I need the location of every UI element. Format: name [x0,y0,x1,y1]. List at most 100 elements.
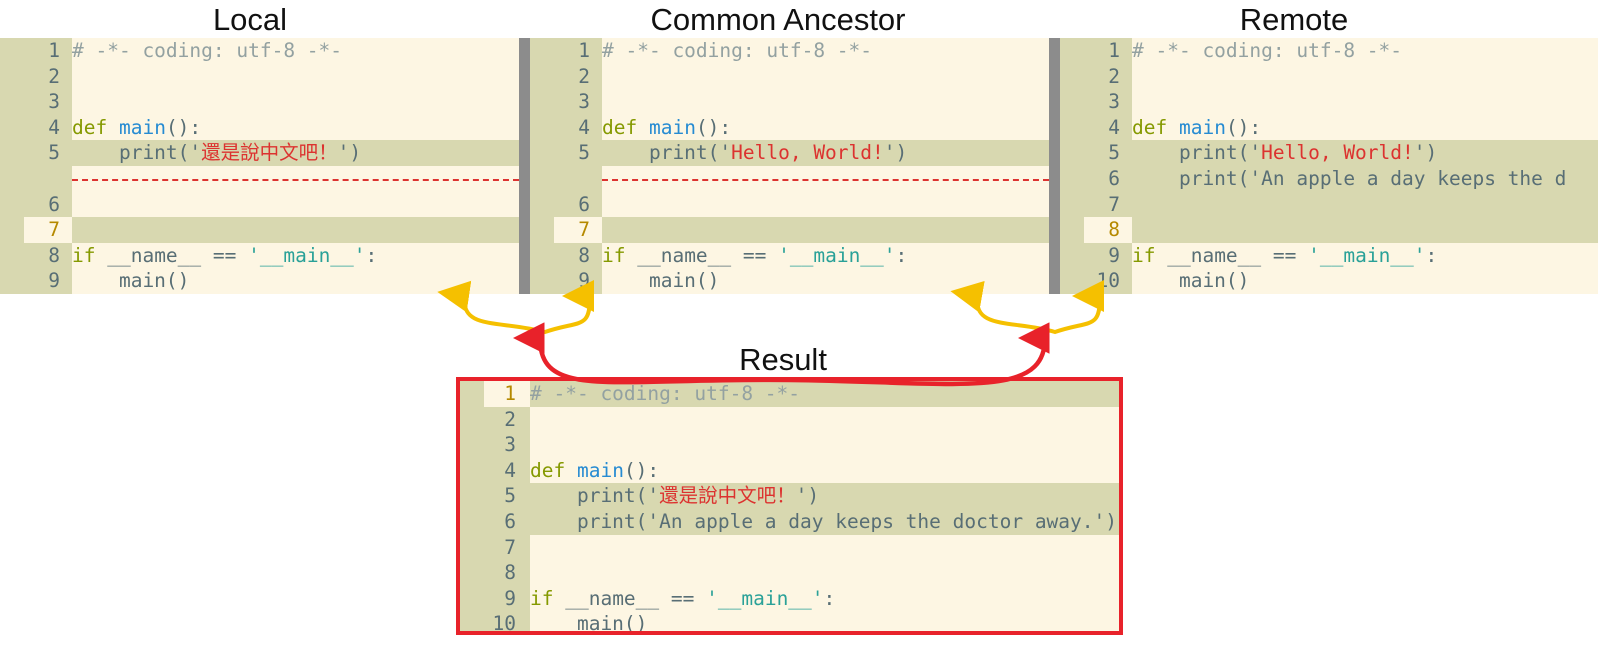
code-line[interactable]: 3 [1060,89,1598,115]
code-line[interactable]: 2 [0,64,519,90]
code-line[interactable]: 5 print('還是說中文吧！') [460,483,1119,510]
code-text: print('An apple a day keeps the doctor a… [530,510,1117,533]
line-number: 9 [578,269,590,293]
code-text: main() [1132,269,1250,293]
code-line[interactable]: 8 if __name__ == '__main__': [0,243,519,269]
line-number: 8 [578,243,590,267]
line-number: 1 [1108,39,1120,62]
code-line[interactable]: 2 [460,407,1119,433]
code-line[interactable]: 9 main() [530,268,1049,294]
line-number: 2 [578,64,590,88]
pane-separator-left[interactable] [519,38,530,294]
line-number: 2 [48,64,60,88]
code-line[interactable]: 1# -*- coding: utf-8 -*- [530,38,1049,64]
code-line[interactable]: 6 [530,192,1049,218]
code-text: print('An apple a day keeps the d [1132,167,1567,190]
line-number [0,166,60,192]
code-text: main() [530,612,648,631]
code-line[interactable]: 3 [530,89,1049,115]
code-line[interactable]: 1# -*- coding: utf-8 -*- [1060,38,1598,64]
line-number: 3 [48,90,60,114]
line-number: 7 [1108,192,1120,216]
remote-title: Remote [1239,2,1349,37]
code-line[interactable]: 5 print('Hello, World!') [530,140,1049,167]
code-text: main() [602,269,720,293]
result-highlight-box [456,377,1123,635]
line-number: 6 [1108,167,1120,190]
pane-separator-right[interactable] [1049,38,1060,294]
code-text: print('還是說中文吧！') [530,484,820,508]
line-number: 5 [578,141,590,165]
line-number: 2 [1108,64,1120,88]
code-line[interactable]: 5 print('還是說中文吧！') [0,140,519,167]
line-number: 8 [1084,217,1132,244]
diff-separator-line [602,179,1049,181]
line-number: 6 [578,192,590,216]
code-text: if __name__ == '__main__': [530,586,836,610]
code-line[interactable]: 10 main() [460,611,1119,631]
code-line[interactable]: 7 [0,217,519,244]
line-number: 4 [578,115,590,139]
code-text: # -*- coding: utf-8 -*- [72,39,343,62]
line-number: 1 [484,381,530,407]
code-line[interactable]: 8 [1060,217,1598,244]
line-number [530,166,590,192]
code-line[interactable]: 10 main() [1060,268,1598,294]
line-number: 7 [504,535,516,559]
code-line[interactable]: 2 [530,64,1049,90]
code-line[interactable]: 5 print('Hello, World!') [1060,140,1598,167]
line-number-gutter [0,38,72,294]
code-text: if __name__ == '__main__': [72,243,378,267]
code-line[interactable]: 6 print('An apple a day keeps the doctor… [460,509,1119,535]
code-line[interactable]: 9 main() [0,268,519,294]
code-text: if __name__ == '__main__': [1132,243,1438,267]
code-line[interactable]: 2 [1060,64,1598,90]
code-line[interactable]: 3 [460,432,1119,458]
line-number: 3 [1108,90,1120,114]
line-number: 9 [48,269,60,293]
code-line[interactable]: 7 [1060,191,1598,218]
yellow-arrow-left [437,280,595,335]
code-text: print('Hello, World!') [602,141,908,165]
code-line[interactable]: 4 def main(): [530,115,1049,141]
line-number: 7 [24,217,72,244]
line-number: 5 [48,141,60,165]
line-number: 6 [48,192,60,216]
code-line[interactable] [0,166,519,192]
code-text: def main(): [1132,115,1262,139]
line-number: 7 [554,217,602,244]
code-line[interactable]: 8 if __name__ == '__main__': [530,243,1049,269]
code-line[interactable]: 9 if __name__ == '__main__': [1060,243,1598,269]
code-text: def main(): [530,458,660,482]
line-number: 9 [1108,243,1120,267]
line-number: 8 [48,243,60,267]
code-text: print('Hello, World!') [1132,141,1438,165]
code-line[interactable]: 8 [460,560,1119,586]
line-number-gutter [530,38,602,294]
line-number: 6 [504,510,516,533]
yellow-arrow-right [950,280,1105,335]
line-number: 5 [1108,141,1120,165]
code-line[interactable]: 3 [0,89,519,115]
code-text: # -*- coding: utf-8 -*- [530,382,801,405]
code-line[interactable] [530,166,1049,192]
code-line[interactable]: 7 [460,535,1119,561]
code-text: if __name__ == '__main__': [602,243,908,267]
line-number: 8 [504,561,516,585]
code-line[interactable]: 7 [530,217,1049,244]
line-number-gutter [460,381,530,631]
code-text: def main(): [602,115,732,139]
diff-separator-line [72,179,519,181]
local-title: Local [212,2,288,37]
code-line[interactable]: 6 print('An apple a day keeps the d [1060,166,1598,192]
code-line[interactable]: 6 [0,192,519,218]
code-line[interactable]: 1# -*- coding: utf-8 -*- [0,38,519,64]
